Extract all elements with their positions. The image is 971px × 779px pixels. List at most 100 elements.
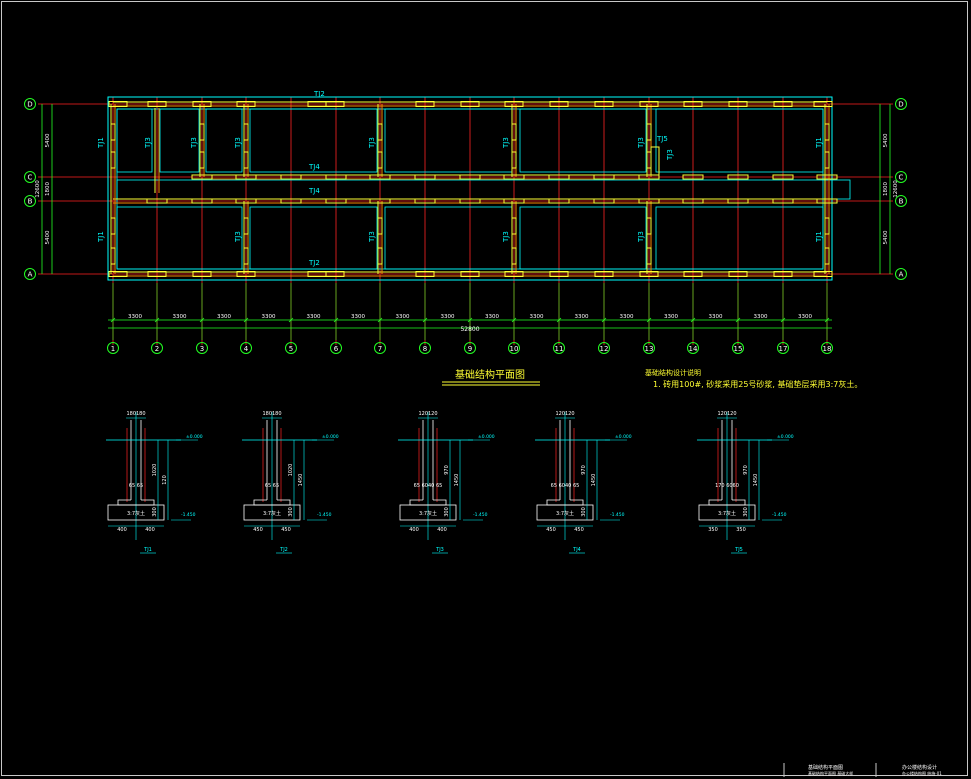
axis-bubble-x-label-13: 13	[645, 345, 654, 353]
axis-bubble-x-label-8: 8	[423, 345, 427, 353]
span-label-14: 3300	[709, 314, 723, 320]
pad-c-3	[325, 174, 347, 180]
span-label-1: 3300	[128, 314, 142, 320]
axis-bubble-x-8	[419, 342, 431, 354]
pad-vb-1-2	[377, 247, 383, 265]
span-label-11: 3300	[575, 314, 589, 320]
pad-v-0-6	[824, 123, 830, 141]
beam-label-tj4-b: TJ4	[308, 187, 320, 195]
axis-bubble-x-18	[821, 342, 833, 354]
axis-bubble-x-11	[553, 342, 565, 354]
axis-bubble-y-label-A-0: A	[28, 271, 33, 279]
room-bot-4	[655, 206, 824, 270]
bottom-dim-left: 450	[546, 527, 556, 533]
pad-v-0-2	[243, 123, 249, 141]
dim-tick-2	[154, 317, 160, 323]
pad-vb-1-0	[110, 247, 116, 265]
pad-v-1-3	[377, 151, 383, 169]
pad-b-6	[414, 198, 436, 204]
span-label-6: 3300	[351, 314, 365, 320]
axis-bubble-x-label-15: 15	[734, 345, 743, 353]
pad-a-7	[460, 271, 480, 277]
pad-a-10	[594, 271, 614, 277]
top-dim: 180180	[126, 411, 145, 417]
room-bot-3	[519, 206, 647, 270]
room-top-2	[205, 108, 243, 173]
bottom-dim-right: 350	[736, 527, 746, 533]
room-top-5	[519, 108, 647, 173]
axis-bubble-x-14	[687, 342, 699, 354]
section-label: TJ3	[435, 547, 444, 553]
dim-tick-7	[377, 317, 383, 323]
total-length-label: 52800	[460, 326, 479, 333]
pad-d-10	[594, 101, 614, 107]
dim-tick-8	[422, 317, 428, 323]
pad-b-15	[816, 198, 838, 204]
pad-c-7	[503, 174, 525, 180]
span-label-3: 3300	[217, 314, 231, 320]
elev-bot: -1.450	[610, 512, 625, 518]
axis-bubble-x-2	[151, 342, 163, 354]
pad-v-1-6	[824, 151, 830, 169]
dim-tick-5	[288, 317, 294, 323]
pad-c-13	[772, 174, 794, 180]
top-dim: 180180	[262, 411, 281, 417]
dim-left-1: 1800	[45, 182, 51, 196]
pad-b-9	[548, 198, 570, 204]
pad-box	[107, 504, 165, 521]
pad-vb-1-1	[243, 247, 249, 265]
pad-label: 3:7灰土	[718, 510, 736, 517]
pad-c-9	[593, 174, 615, 180]
inset-dim: 170 6060	[715, 483, 739, 489]
title-block: 基础结构平面图 基础结构平面图 基础大样 办公楼结构设计 办公楼结构图 结施-0…	[783, 763, 942, 777]
pad-vb-0-3	[511, 217, 517, 235]
beam-label-tj2-top: TJ2	[313, 90, 325, 98]
span-label-12: 3300	[620, 314, 634, 320]
axis-bubble-y-label-D-0: D	[27, 101, 32, 109]
pad-box	[399, 504, 457, 521]
beam-label-tj3-13: TJ3	[637, 137, 645, 149]
pad-d-6	[415, 101, 435, 107]
elev-bot: -1.450	[473, 512, 488, 518]
axis-bubble-x-17	[777, 342, 789, 354]
inset-dim: 65 65	[129, 483, 143, 489]
stair-box	[650, 146, 660, 176]
pad-b-13	[727, 198, 749, 204]
top-dim: 120120	[418, 411, 437, 417]
dim-total-right: 12600	[893, 180, 899, 198]
room-bot-1	[249, 206, 378, 270]
pad-b-8	[503, 198, 525, 204]
pad-c-0	[191, 174, 213, 180]
pad-a-1	[147, 271, 167, 277]
vdim-h2: 1450	[591, 474, 597, 487]
elev-top: ±0.000	[322, 434, 339, 440]
vdim-h3: 300	[581, 507, 587, 517]
pad-c-10	[638, 174, 660, 180]
pad-c-14	[816, 174, 838, 180]
pad-b-2	[235, 198, 257, 204]
pad-b-1	[191, 198, 213, 204]
axis-bubble-x-3	[196, 342, 208, 354]
bottom-dim-right: 400	[145, 527, 155, 533]
beam-label-tj3-13b: TJ3	[637, 231, 645, 243]
axis-bubble-y-B-1	[895, 195, 907, 207]
beam-label-tj3-3: TJ3	[190, 137, 198, 149]
axis-bubble-y-A-0	[24, 268, 36, 280]
room-top-6	[655, 108, 824, 173]
pad-vb-0-0	[110, 217, 116, 235]
pad-d-13	[728, 101, 748, 107]
axis-bubble-x-label-12: 12	[600, 345, 609, 353]
beam-label-tj1-left-top: TJ1	[97, 137, 105, 149]
axis-bubble-x-label-10: 10	[510, 345, 519, 353]
axis-bubble-y-D-1	[895, 98, 907, 110]
pad-b-14	[772, 198, 794, 204]
vdim-h2: 1450	[753, 474, 759, 487]
room-top-1	[159, 108, 200, 173]
elev-top: ±0.000	[615, 434, 632, 440]
axis-bubble-x-label-14: 14	[689, 345, 698, 353]
beam-label-tj3-2: TJ3	[144, 137, 152, 149]
pad-d-14	[773, 101, 793, 107]
